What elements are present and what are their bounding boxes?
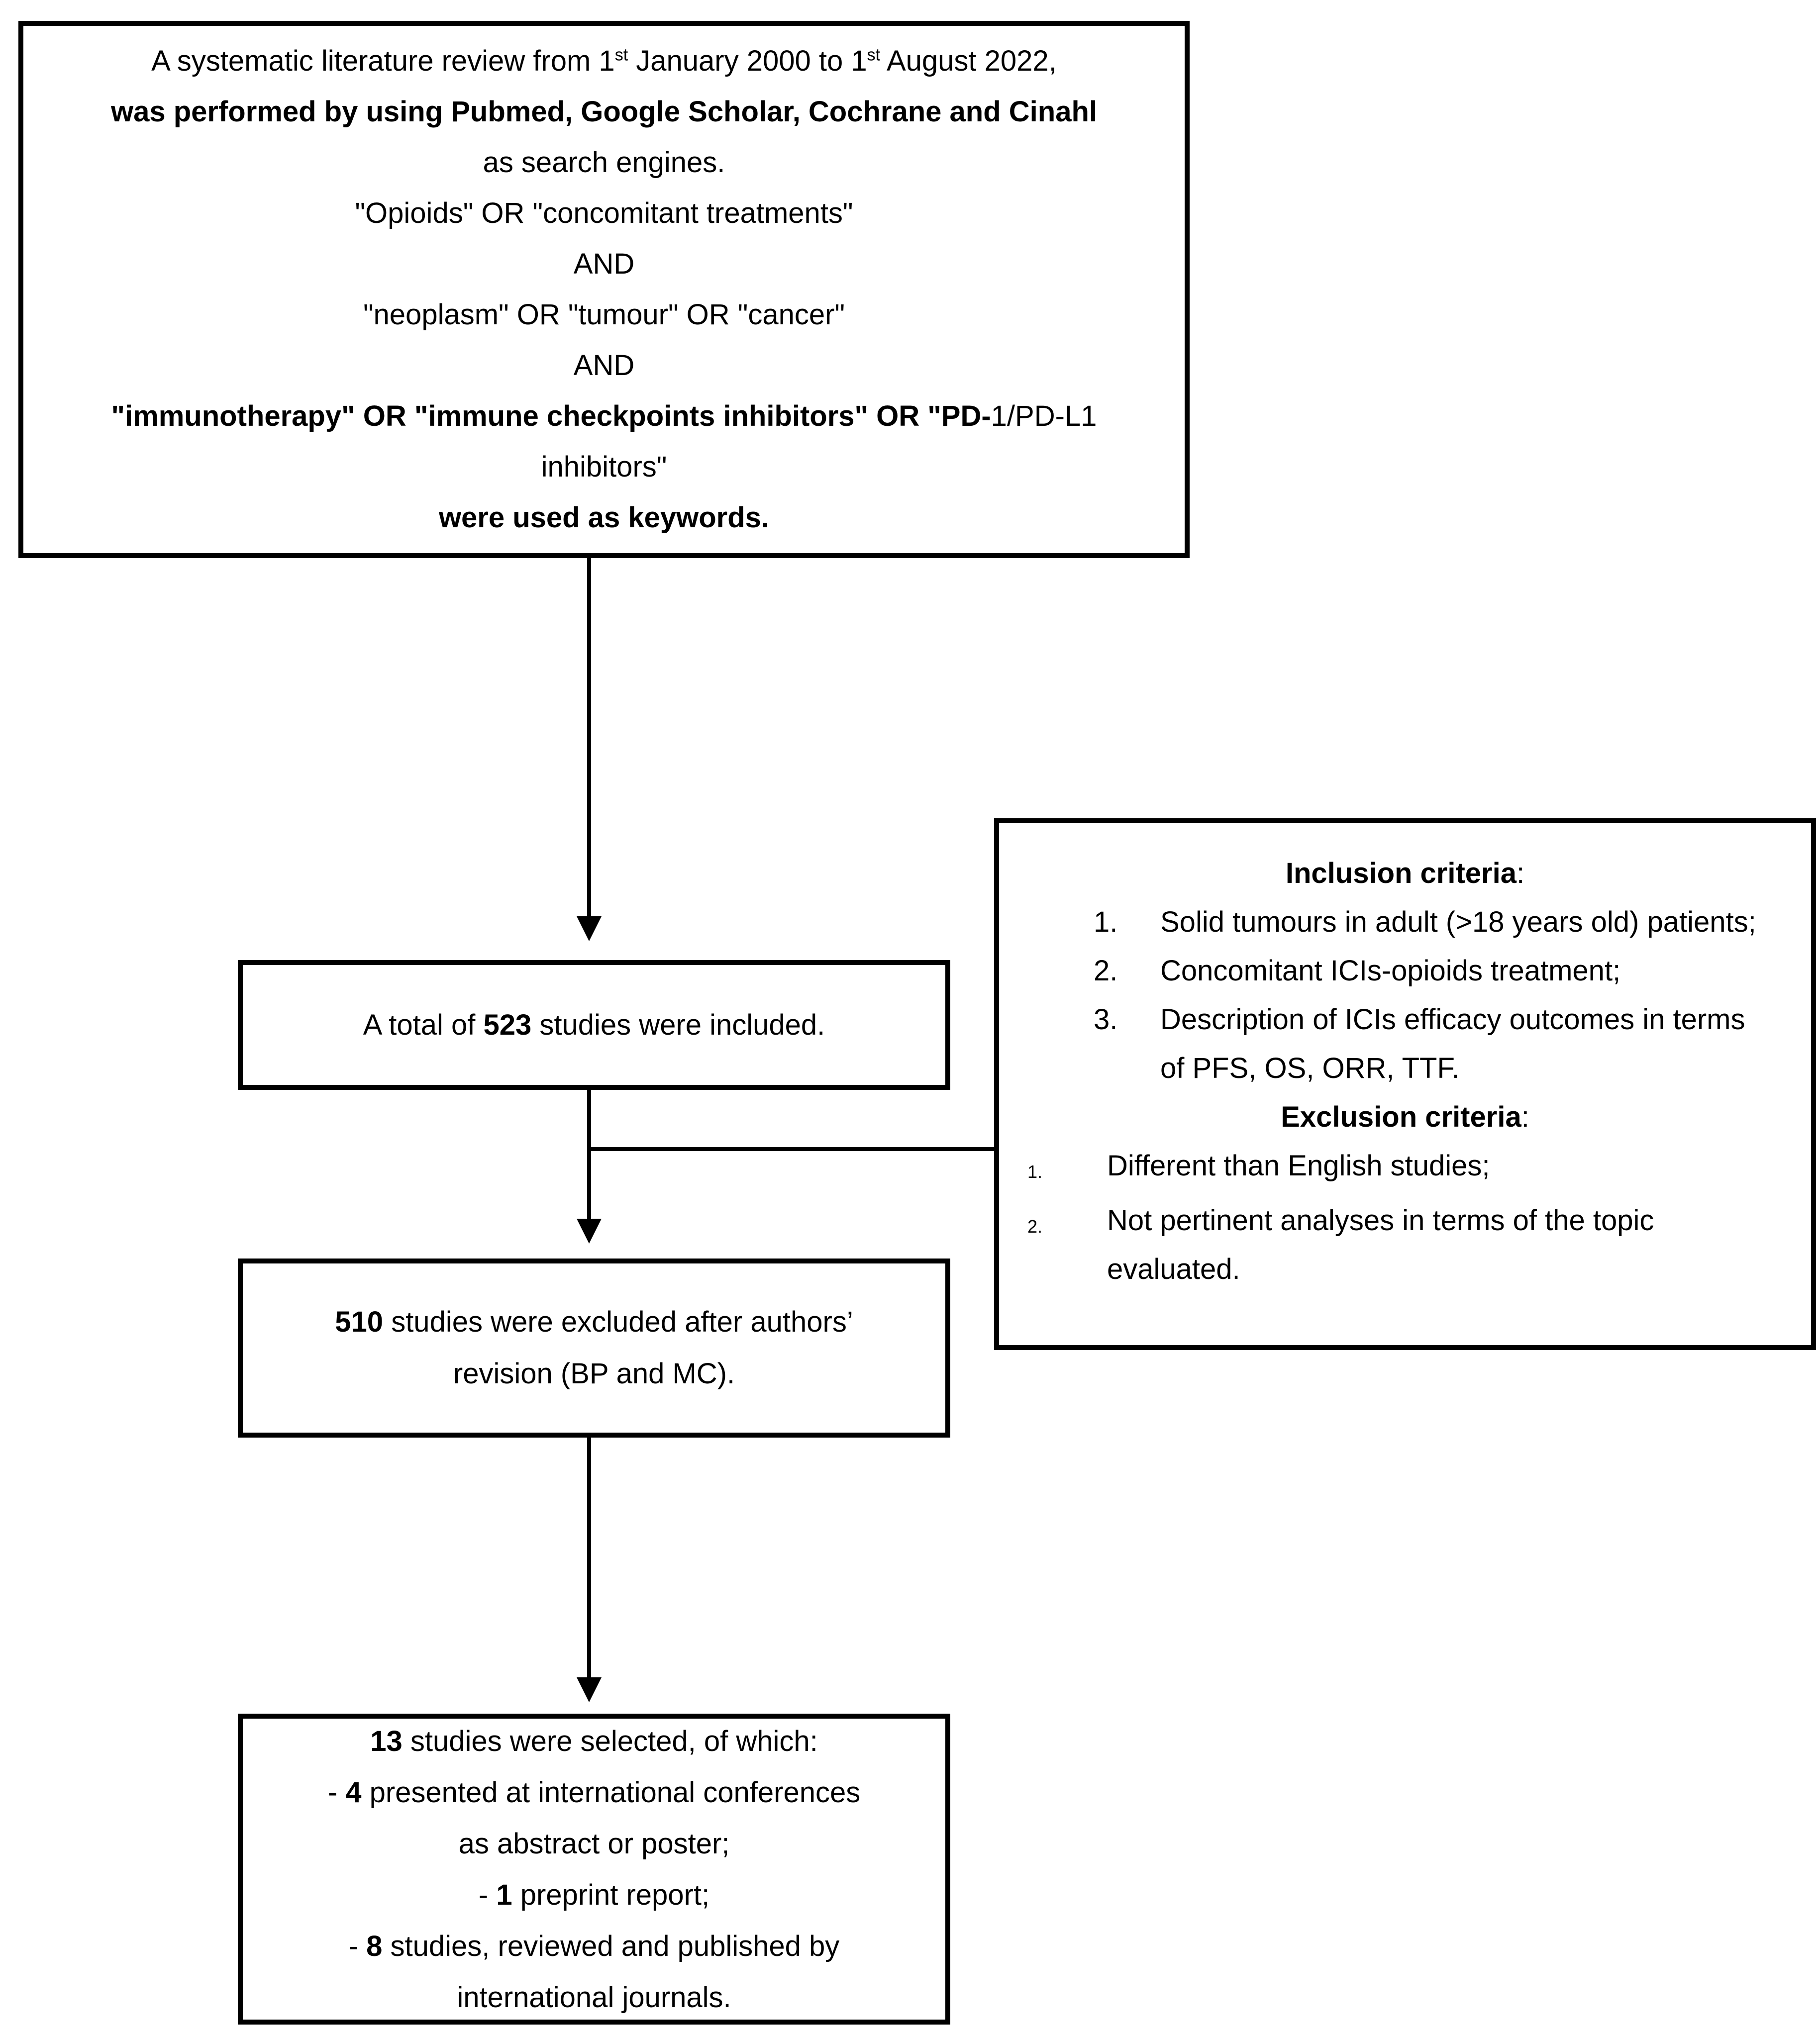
selected-line-2: - 4 presented at international conferenc… bbox=[243, 1767, 945, 1818]
boolean-and-1: AND bbox=[573, 248, 635, 280]
excluded-line2-text: revision (BP and MC). bbox=[453, 1357, 735, 1390]
exclusion-item-2-number: 2. bbox=[1027, 1216, 1043, 1237]
exclusion-item-1-text: Different than English studies; bbox=[1107, 1150, 1490, 1182]
keyword-group-immunotherapy: "immunotherapy" OR "immune checkpoints i… bbox=[27, 391, 1181, 442]
selected-line-6: international journals. bbox=[457, 1981, 731, 2014]
keyword-group-immunotherapy-tail: inhibitors" bbox=[541, 451, 667, 483]
keyword-group-immunotherapy-bold: "immunotherapy" OR "immune checkpoints i… bbox=[111, 400, 991, 432]
selected-line-1: 13 studies were selected, of which: bbox=[243, 1716, 945, 1767]
arrow-down-icon bbox=[577, 1219, 602, 1244]
inclusion-item-3-text: Description of ICIs efficacy outcomes in… bbox=[1160, 1003, 1745, 1084]
inclusion-criteria-title: Inclusion criteria: bbox=[999, 849, 1811, 898]
keyword-group-immunotherapy-regular: 1/PD-L1 bbox=[991, 400, 1097, 432]
inclusion-item-2-text: Concomitant ICIs-opioids treatment; bbox=[1160, 955, 1621, 987]
criteria-box: Inclusion criteria: 1. Solid tumours in … bbox=[994, 818, 1816, 1350]
exclusion-item-1: 1. Different than English studies; bbox=[999, 1142, 1811, 1196]
selected-line-4-text: preprint report; bbox=[512, 1878, 710, 1911]
dash: - bbox=[348, 1930, 367, 1962]
exclusion-criteria-title: Exclusion criteria: bbox=[999, 1093, 1811, 1142]
search-line-dates-text: A systematic literature review from 1 bbox=[151, 45, 615, 77]
selected-line-3: as abstract or poster; bbox=[458, 1827, 730, 1860]
exclusion-item-1-number: 1. bbox=[1027, 1162, 1043, 1182]
inclusion-item-2-number: 2. bbox=[1094, 955, 1118, 987]
dash: - bbox=[478, 1878, 497, 1911]
search-line-engines: was performed by using Pubmed, Google Sc… bbox=[110, 96, 1098, 128]
selected-line-5: - 8 studies, reviewed and published by bbox=[243, 1921, 945, 1972]
conference-count: 4 bbox=[345, 1776, 362, 1809]
search-line-dates-text: August 2022, bbox=[880, 45, 1057, 77]
exclusion-criteria-title-text: Exclusion criteria bbox=[1281, 1101, 1521, 1133]
search-line-dates-text: January 2000 to 1 bbox=[628, 45, 867, 77]
selected-line-2-text: presented at international conferences bbox=[361, 1776, 861, 1809]
connector-search-to-included bbox=[587, 558, 591, 918]
inclusion-criteria-colon: : bbox=[1517, 857, 1525, 889]
included-count-box: A total of 523 studies were included. bbox=[238, 960, 950, 1090]
excluded-count: 510 bbox=[335, 1306, 384, 1338]
search-line-dates: A systematic literature review from 1st … bbox=[27, 36, 1181, 87]
search-line-engines-tail: as search engines. bbox=[483, 146, 725, 179]
keyword-group-opioids: "Opioids" OR "concomitant treatments" bbox=[355, 197, 853, 229]
selected-count-box: 13 studies were selected, of which: - 4 … bbox=[238, 1714, 950, 2025]
connector-excluded-to-selected bbox=[587, 1438, 591, 1679]
ordinal-superscript: st bbox=[614, 45, 628, 65]
arrow-down-icon bbox=[577, 916, 602, 941]
exclusion-criteria-colon: : bbox=[1521, 1101, 1529, 1133]
inclusion-item-3: 3. Description of ICIs efficacy outcomes… bbox=[999, 995, 1811, 1093]
search-strategy-box: A systematic literature review from 1st … bbox=[18, 21, 1190, 558]
excluded-count-box: 510 studies were excluded after authors’… bbox=[238, 1259, 950, 1438]
selected-line-4: - 1 preprint report; bbox=[243, 1869, 945, 1921]
inclusion-criteria-title-text: Inclusion criteria bbox=[1285, 857, 1517, 889]
ordinal-superscript: st bbox=[867, 45, 881, 65]
selected-line-1-text: studies were selected, of which: bbox=[402, 1725, 818, 1757]
included-prefix: A total of bbox=[363, 1008, 484, 1041]
connector-branch-to-criteria bbox=[589, 1147, 994, 1151]
dash: - bbox=[327, 1776, 346, 1809]
included-suffix: studies were included. bbox=[531, 1008, 825, 1041]
connector-included-to-excluded bbox=[587, 1090, 591, 1220]
preprint-count: 1 bbox=[496, 1878, 512, 1911]
included-count: 523 bbox=[483, 1008, 532, 1041]
excluded-line1-text: studies were excluded after authors’ bbox=[383, 1306, 853, 1338]
selected-count: 13 bbox=[370, 1725, 403, 1757]
inclusion-item-1-text: Solid tumours in adult (>18 years old) p… bbox=[1160, 906, 1756, 938]
exclusion-item-2-text: Not pertinent analyses in terms of the t… bbox=[1107, 1204, 1654, 1285]
arrow-down-icon bbox=[577, 1677, 602, 1702]
keywords-footer: were used as keywords. bbox=[438, 501, 770, 534]
boolean-and-2: AND bbox=[573, 349, 635, 382]
published-count: 8 bbox=[366, 1930, 383, 1962]
inclusion-item-2: 2. Concomitant ICIs-opioids treatment; bbox=[999, 947, 1811, 995]
excluded-count-line: 510 studies were excluded after authors’ bbox=[243, 1296, 945, 1348]
inclusion-item-1-number: 1. bbox=[1094, 906, 1118, 938]
exclusion-item-2: 2. Not pertinent analyses in terms of th… bbox=[999, 1196, 1811, 1294]
selected-line-5-text: studies, reviewed and published by bbox=[382, 1930, 840, 1962]
inclusion-item-3-number: 3. bbox=[1094, 1003, 1118, 1036]
included-count-line: A total of 523 studies were included. bbox=[243, 1000, 945, 1050]
inclusion-item-1: 1. Solid tumours in adult (>18 years old… bbox=[999, 898, 1811, 947]
keyword-group-neoplasm: "neoplasm" OR "tumour" OR "cancer" bbox=[363, 298, 845, 331]
